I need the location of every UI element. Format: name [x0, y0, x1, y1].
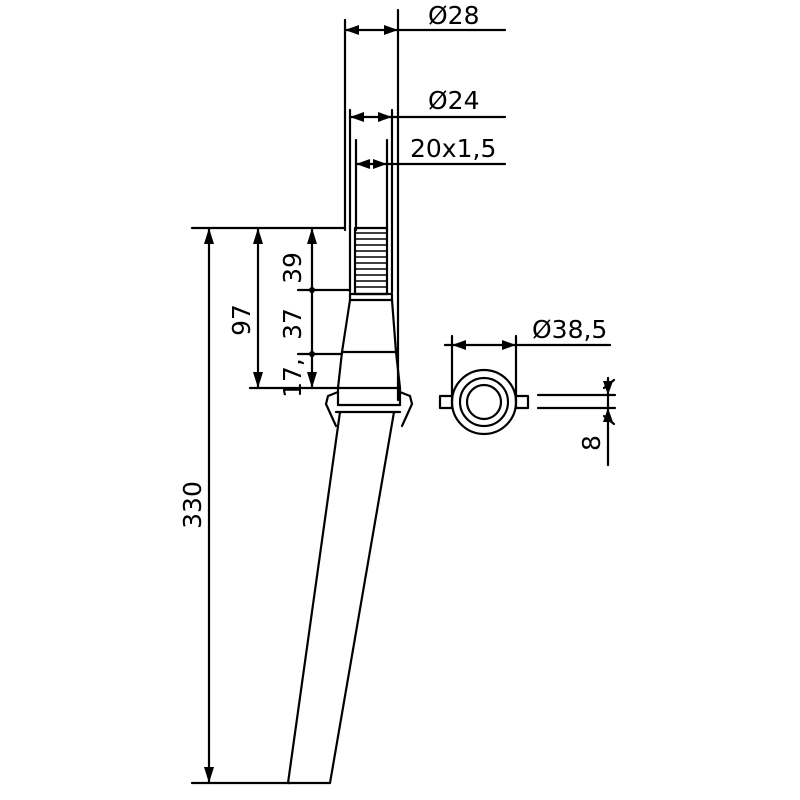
- label-dia-24: Ø24: [428, 86, 480, 115]
- label-thread: 20x1,5: [410, 134, 496, 163]
- label-8: 8: [577, 435, 606, 451]
- dimension-dia-24: Ø24: [348, 86, 507, 294]
- dimension-330: 330: [178, 226, 214, 785]
- label-17: 17,: [278, 358, 307, 398]
- label-37: 37: [278, 308, 307, 340]
- label-39: 39: [278, 252, 307, 284]
- label-330: 330: [178, 481, 207, 529]
- dimension-97: 97: [227, 226, 263, 390]
- taper-section: [336, 292, 402, 390]
- tine-shank: [286, 410, 396, 785]
- label-dia-38-5: Ø38,5: [532, 315, 607, 344]
- label-97: 97: [227, 304, 256, 336]
- thread-hatching: [355, 232, 387, 288]
- tine-side-view: [286, 226, 414, 785]
- collar: [324, 386, 414, 428]
- threaded-stud: [353, 226, 389, 296]
- collar-top-view: [438, 368, 530, 436]
- dimension-39-37-17: 39 37 17,: [278, 226, 317, 398]
- label-dia-28: Ø28: [428, 1, 480, 30]
- dimension-thread: 20x1,5: [354, 134, 507, 232]
- dimension-dia-38-5: Ø38,5: [443, 315, 612, 398]
- dimension-dia-28: Ø28: [343, 1, 507, 402]
- dimension-8: 8: [536, 376, 617, 467]
